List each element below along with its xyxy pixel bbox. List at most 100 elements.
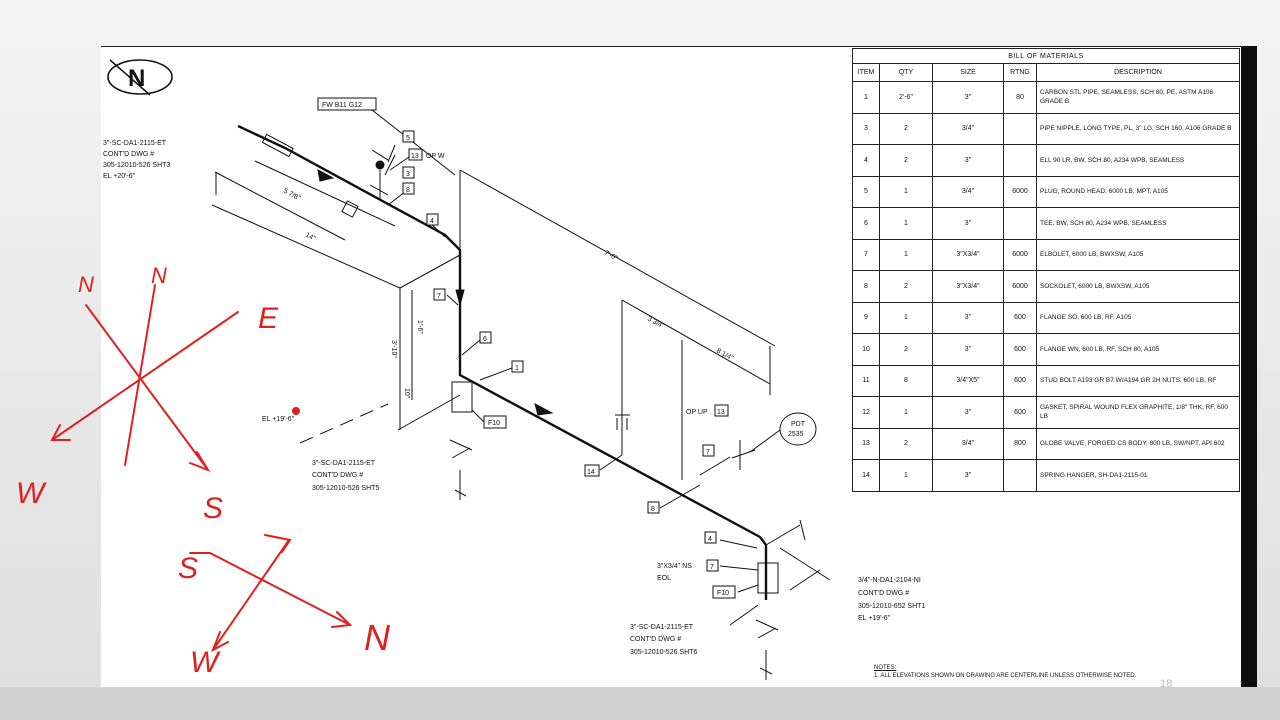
item-tag: 7: [437, 293, 441, 300]
dimension-lines: [459, 169, 776, 480]
item-tag: 4: [430, 218, 434, 225]
pipe-run: [237, 124, 768, 600]
line-label-mid: 3"-SC-DA1-2115-ET: [312, 460, 376, 467]
dim-5-7-8: 5 7/8": [282, 188, 302, 203]
north-arrow-icon: [109, 59, 151, 96]
bom-cell-qty: 2: [879, 333, 933, 366]
flow-arrow-icon: [317, 169, 335, 182]
bom-cell-description: PLUG, ROUND HEAD, 6000 LB, MPT, A105: [1036, 175, 1240, 208]
dimension-lines: [211, 160, 461, 431]
flow-arrow-icon: [455, 289, 465, 307]
flange-mid: [451, 381, 473, 413]
flange-tag: F10: [717, 590, 729, 597]
dim-14: 14": [304, 232, 317, 243]
bom-cell-item: 9: [852, 301, 880, 334]
bom-header-rtng: RTNG: [1003, 63, 1037, 82]
bom-cell-size: 3": [932, 396, 1004, 429]
bom-cell-qty: 2: [879, 112, 933, 145]
bom-cell-description: STUD BOLT A193 GR B7 W/A194 GR 2H NUTS, …: [1036, 364, 1240, 397]
bom-cell-size: 3": [932, 207, 1004, 240]
annotation-letter: W: [190, 646, 221, 679]
contd-right: CONT'D DWG #: [858, 590, 909, 597]
item-tag: 14: [587, 469, 595, 476]
bom-cell-qty: 1: [879, 175, 933, 208]
flange-tag: F10: [488, 420, 500, 427]
north-symbol-ellipse: [107, 59, 173, 95]
bom-cell-qty: 2: [879, 427, 933, 460]
contd-bot: CONT'D DWG #: [630, 636, 681, 643]
bom-cell-rtng: 600: [1003, 396, 1037, 429]
bom-cell-item: 1: [852, 81, 880, 114]
bom-cell-size: 3/4": [932, 112, 1004, 145]
bom-cell-description: TEE, BW, SCH 80, A234 WPB, SEAMLESS: [1036, 207, 1240, 240]
dashed-line: [299, 403, 389, 444]
bom-cell-description: SPRING HANGER, SH-DA1-2115-01: [1036, 459, 1240, 492]
drawing-notes: NOTES: 1. ALL ELEVATIONS SHOWN ON DRAWIN…: [874, 664, 1136, 680]
bom-cell-rtng: 800: [1003, 427, 1037, 460]
item-tag: 7: [706, 449, 710, 456]
bom-header-description: DESCRIPTION: [1036, 63, 1240, 82]
bom-cell-qty: 1: [879, 396, 933, 429]
bom-cell-rtng: [1003, 144, 1037, 177]
bom-cell-size: 3"X3/4": [932, 270, 1004, 303]
item-tag: 4: [708, 536, 712, 543]
line-label-bot: 3"-SC-DA1-2115-ET: [630, 624, 694, 631]
bom-cell-item: 3: [852, 112, 880, 145]
bom-cell-qty: 2: [879, 144, 933, 177]
slide-bottom-bar: [0, 687, 1280, 720]
bom-cell-description: PIPE NIPPLE, LONG TYPE, PL, 3" LG, SCH 1…: [1036, 112, 1240, 145]
elevation-top: EL +20'-6": [103, 173, 136, 180]
bom-cell-item: 10: [852, 333, 880, 366]
bom-cell-rtng: [1003, 207, 1037, 240]
bom-cell-qty: 1: [879, 207, 933, 240]
bom-cell-size: 3": [932, 333, 1004, 366]
valve-symbol: [449, 439, 473, 500]
bom-cell-size: 3": [932, 301, 1004, 334]
line-label-top: 3"-SC-DA1-2115-ET: [103, 140, 167, 147]
item-tag: 1: [515, 365, 519, 372]
bom-cell-description: GASKET, SPIRAL WOUND FLEX GRAPHITE, 1/8"…: [1036, 396, 1240, 429]
bom-cell-qty: 2'-6": [879, 81, 933, 114]
op-label: OP W: [426, 153, 445, 160]
bom-cell-rtng: 80: [1003, 81, 1037, 114]
bom-cell-item: 11: [852, 364, 880, 397]
bom-cell-rtng: 600: [1003, 364, 1037, 397]
bom-cell-rtng: 6000: [1003, 175, 1037, 208]
bom-cell-size: 3": [932, 81, 1004, 114]
pdt-number: 2535: [788, 431, 804, 438]
bom-cell-rtng: 6000: [1003, 270, 1037, 303]
bill-of-materials-table: BILL OF MATERIALS ITEM QTY SIZE RTNG DES…: [852, 48, 1240, 492]
annotation-letter: S: [178, 552, 198, 585]
bom-cell-rtng: 600: [1003, 333, 1037, 366]
item-tag: 13: [411, 153, 419, 160]
compass-arrow: [124, 284, 156, 466]
annotation-letter: N: [364, 617, 391, 658]
sheet-right-border: [1241, 46, 1257, 687]
bom-cell-item: 8: [852, 270, 880, 303]
item-tag: 8: [406, 187, 410, 194]
contd-mid: CONT'D DWG #: [312, 472, 363, 479]
bom-header-row: ITEM QTY SIZE RTNG DESCRIPTION: [852, 63, 1240, 82]
valve-handwheel: [375, 160, 385, 170]
eol-size: 3"X3/4" NS: [657, 563, 692, 570]
bom-cell-description: FLANGE WN, 600 LB, RF, SCH 80, A105: [1036, 333, 1240, 366]
compass-arrow: [209, 552, 353, 628]
annotation-letter: W: [16, 477, 47, 510]
page-number: 18: [1160, 678, 1173, 690]
item-tag: 8: [651, 506, 655, 513]
bom-cell-size: 3/4": [932, 427, 1004, 460]
flow-arrow-icon: [534, 403, 554, 416]
compass-arrow: [211, 539, 290, 653]
bom-cell-size: 3": [932, 144, 1004, 177]
dwg-mid: 305-12010-526 SHT5: [312, 485, 379, 492]
item-tag: 3: [406, 171, 410, 178]
